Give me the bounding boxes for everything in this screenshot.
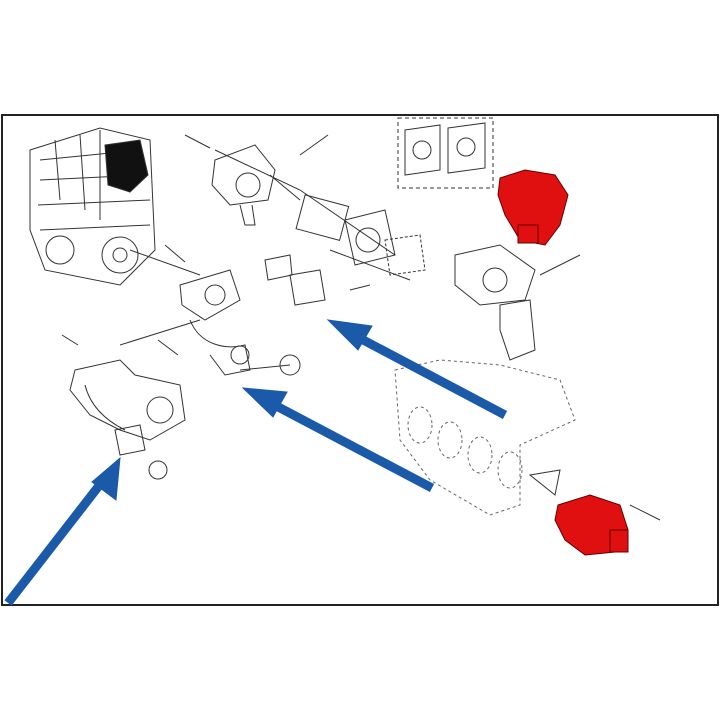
arrow-upper [326, 319, 508, 419]
pointer-arrows [4, 319, 508, 606]
engine-egr-highlight [104, 139, 149, 193]
arrow-lower [4, 456, 121, 606]
egr-valve-upper [497, 169, 569, 246]
engine-illustration [29, 127, 156, 286]
egr-valve-lower [554, 494, 629, 556]
arrow-middle [241, 387, 435, 492]
parts-linework [61, 117, 661, 521]
